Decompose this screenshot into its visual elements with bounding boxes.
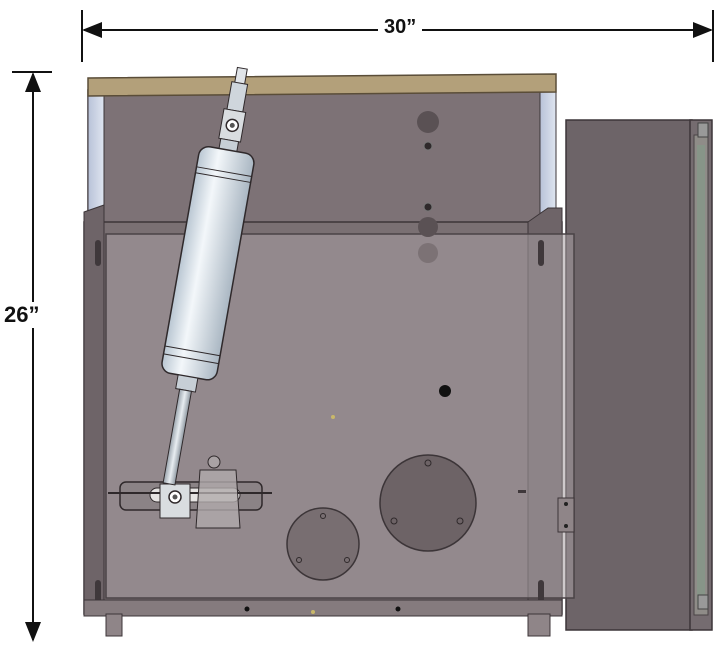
small-round-cover: [286, 507, 360, 581]
clamp-jaw: [195, 469, 241, 529]
left-side-trim: [87, 89, 105, 216]
flange-latch: [557, 497, 575, 533]
ports: [286, 111, 477, 614]
black-port: [439, 385, 451, 397]
cabinet-upper-body: [87, 89, 555, 241]
bottom-rail: [83, 599, 563, 617]
width-dimension-label: 30”: [378, 17, 423, 37]
piston-rod: [162, 388, 193, 486]
middle-port-faded: [418, 243, 438, 263]
upper-port-small: [423, 141, 433, 151]
large-round-cover: [379, 454, 477, 552]
slot-right-top: [538, 240, 544, 266]
small-cover-bolt-right: [344, 557, 350, 563]
latch-screw-top: [564, 502, 568, 506]
middle-port-large: [418, 217, 438, 237]
clevis-top-pin-center: [229, 122, 235, 128]
clamp-pin: [207, 455, 221, 469]
upper-port-large: [417, 111, 439, 133]
left-flange: [83, 204, 105, 615]
barrel-band-2: [195, 172, 251, 183]
large-cover-bolt-top: [424, 459, 432, 467]
small-mark: [518, 490, 526, 493]
right-side-trim: [539, 89, 557, 216]
pneumatic-cylinder-assembly: [108, 66, 272, 529]
barrel-band-1: [196, 166, 252, 178]
cylinder-group: [161, 66, 255, 486]
door-hinge-bottom: [697, 594, 709, 610]
cylinder-end-cap: [175, 374, 199, 393]
clevis-bottom-pin-center: [172, 494, 178, 500]
barrel-band-3: [164, 345, 221, 357]
side-module-body: [565, 119, 693, 631]
slot-left-top: [95, 240, 101, 266]
small-cover-bolt-left: [296, 557, 302, 563]
middle-port-small: [423, 202, 433, 212]
center-marker: [331, 415, 335, 419]
small-cover-bolt-top: [320, 513, 326, 519]
large-cover-bolt-left: [390, 517, 398, 525]
height-dimension: [12, 71, 52, 642]
latch-screw-bottom: [564, 524, 568, 528]
slot-right-bottom: [538, 580, 544, 602]
foot-left: [105, 613, 123, 637]
door-hinge-top: [697, 122, 709, 138]
rail-screw-left: [244, 606, 250, 612]
clamp-mechanism: [108, 455, 272, 529]
slot-left-bottom: [95, 580, 101, 602]
right-side-module: [565, 119, 713, 631]
top-lid: [87, 73, 557, 97]
barrel-band-4: [163, 353, 219, 365]
height-dimension-label: 26”: [4, 302, 40, 328]
side-module-door-glass: [697, 145, 705, 605]
bottom-marker: [311, 610, 315, 614]
large-cover-bolt-right: [456, 517, 464, 525]
rail-screw-right: [395, 606, 401, 612]
foot-right: [527, 613, 551, 637]
